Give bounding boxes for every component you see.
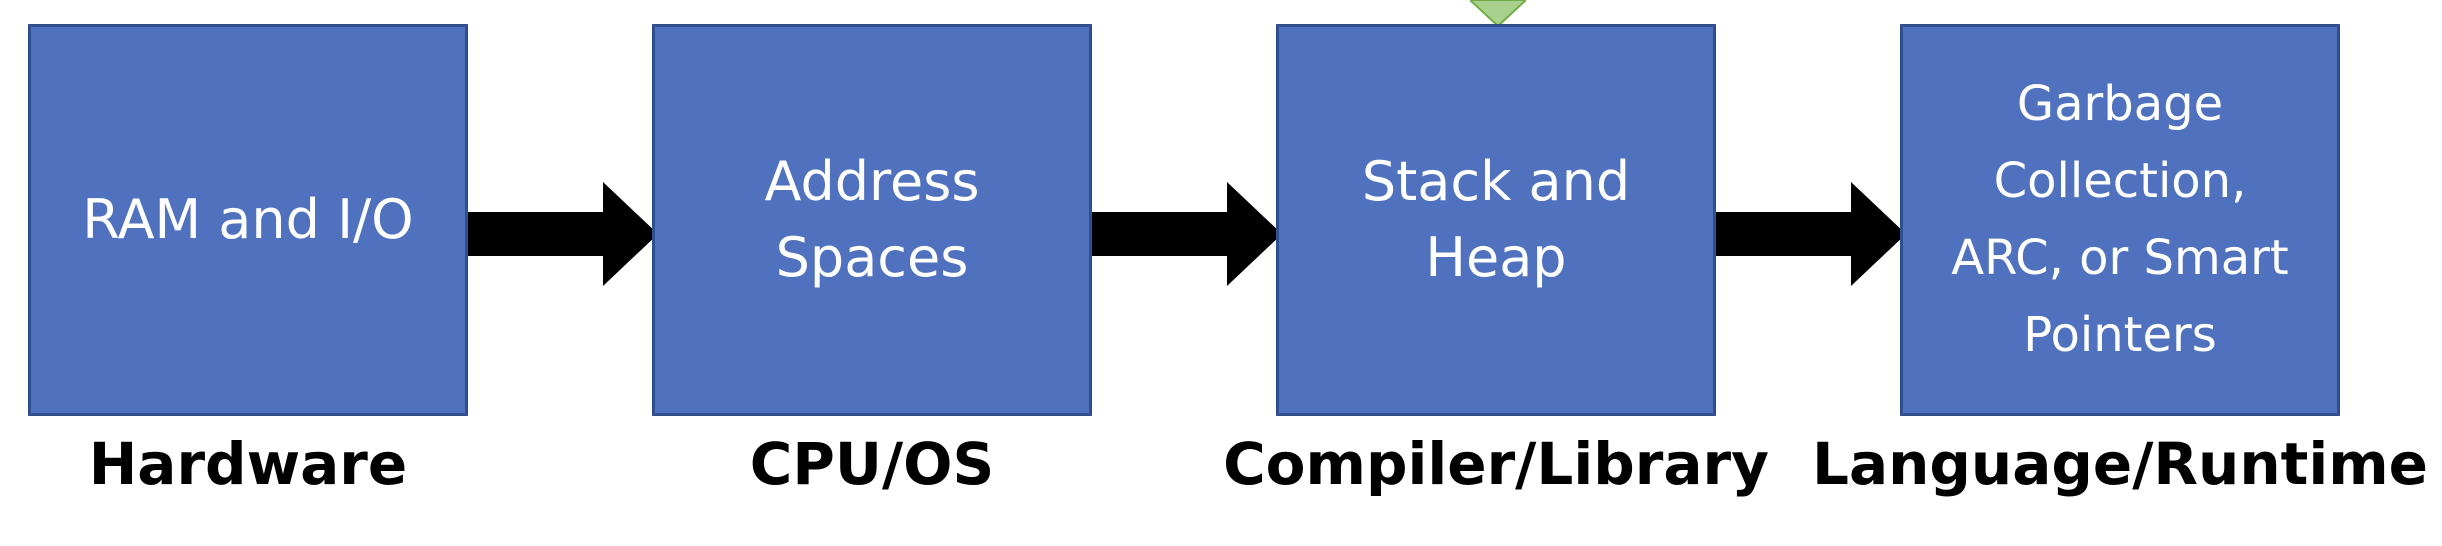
stage-box-cpu-os: Address Spaces [652,24,1092,416]
arrow-right-icon [1716,182,1906,286]
stage-text-address-spaces: Address Spaces [764,150,980,289]
stage-text-stack-heap: Stack and Heap [1361,150,1631,289]
arrow-right-icon [468,182,658,286]
stage-text-ram-io: RAM and I/O [82,188,414,252]
stage-box-language-runtime: Garbage Collection, ARC, or Smart Pointe… [1900,24,2340,416]
layer-label-hardware: Hardware [88,430,408,498]
layer-label-cpu-os: CPU/OS [749,430,995,498]
stage-box-compiler-library: Stack and Heap [1276,24,1716,416]
layer-label-language-runtime: Language/Runtime [1812,430,2428,498]
stage-text-gc-arc-smart-pointers: Garbage Collection, ARC, or Smart Pointe… [1951,76,2289,363]
stage-box-hardware: RAM and I/O [28,24,468,416]
arrow-right-icon [1092,182,1282,286]
layer-label-compiler-library: Compiler/Library [1223,430,1769,498]
green-triangle-marker [1470,0,1526,26]
